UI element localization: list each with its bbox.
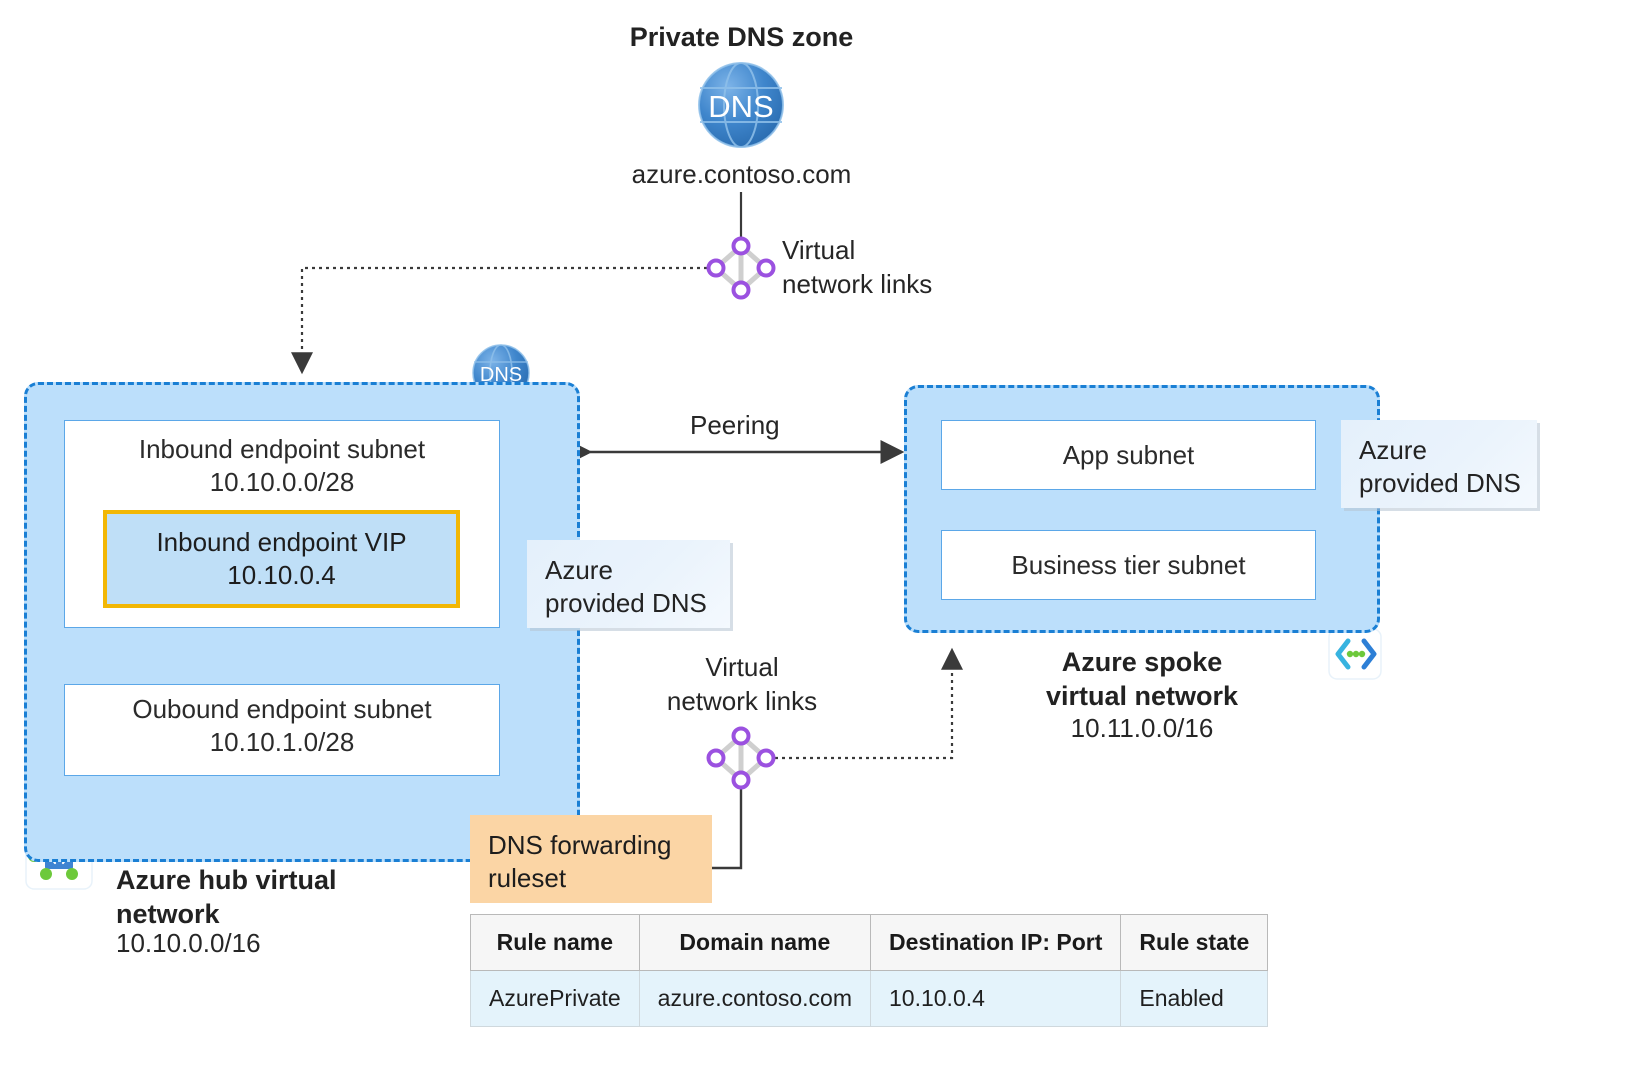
callout-hub-dns-line2: provided DNS: [545, 588, 707, 619]
virtual-network-links-label-top-line2: network links: [782, 269, 933, 299]
virtual-network-links-label-top-line1: Virtual: [782, 235, 856, 265]
subnet-app[interactable]: App subnet: [941, 420, 1316, 490]
callout-spoke-azure-provided-dns: Azure provided DNS: [1341, 420, 1537, 508]
callout-spoke-dns-line2: provided DNS: [1359, 468, 1521, 499]
cell-rule-state: Enabled: [1120, 970, 1269, 1027]
inbound-endpoint-vip-box[interactable]: Inbound endpoint VIP 10.10.0.4: [103, 510, 460, 608]
subnet-inbound-endpoint-name: Inbound endpoint subnet: [138, 434, 426, 464]
spoke-vnet-name-line2: virtual network: [1045, 681, 1239, 711]
subnet-inbound-endpoint-cidr: 10.10.0.0/28: [209, 466, 355, 497]
spoke-vnet-address-space: 10.11.0.0/16: [1070, 713, 1214, 743]
subnet-business-tier[interactable]: Business tier subnet: [941, 530, 1316, 600]
subnet-outbound-endpoint-cidr: 10.10.1.0/28: [209, 726, 355, 757]
callout-ruleset-line1: DNS forwarding: [488, 830, 672, 860]
virtual-network-links-icon-bottom: [706, 726, 776, 790]
subnet-outbound-endpoint-name: Oubound endpoint subnet: [132, 694, 432, 724]
callout-ruleset-line2: ruleset: [488, 863, 567, 894]
subnet-outbound-endpoint[interactable]: Oubound endpoint subnet 10.10.1.0/28: [64, 684, 500, 776]
hub-vnet-name-line1: Azure hub virtual: [116, 865, 337, 895]
page-title: Private DNS zone: [629, 22, 854, 52]
virtual-network-links-label-bottom-line1: Virtual: [705, 652, 779, 682]
spoke-vnet-name-line1: Azure spoke: [1061, 647, 1223, 677]
column-header-rule-state: Rule state: [1120, 914, 1269, 971]
hub-vnet-address-space: 10.10.0.0/16: [116, 928, 261, 958]
dns-forwarding-ruleset-table: Rule name Domain name Destination IP: Po…: [470, 914, 1269, 1027]
callout-hub-dns-line1: Azure: [545, 555, 613, 585]
inbound-endpoint-vip-ip: 10.10.0.4: [227, 560, 336, 590]
svg-text:DNS: DNS: [708, 89, 773, 124]
cell-rule-name: AzurePrivate: [470, 970, 640, 1027]
table-row[interactable]: AzurePrivate azure.contoso.com 10.10.0.4…: [470, 970, 1269, 1027]
peering-label: Peering: [690, 410, 780, 440]
callout-dns-forwarding-ruleset: DNS forwarding ruleset: [470, 815, 712, 903]
subnet-business-tier-name: Business tier subnet: [1011, 550, 1246, 580]
virtual-network-links-icon-top: [706, 236, 776, 300]
column-header-domain-name: Domain name: [638, 914, 872, 971]
cell-domain-name: azure.contoso.com: [638, 970, 872, 1027]
dns-globe-icon: DNS: [698, 62, 784, 148]
callout-hub-azure-provided-dns: Azure provided DNS: [527, 540, 730, 628]
cell-destination-ip-port: 10.10.0.4: [869, 970, 1122, 1027]
private-dns-zone-name: azure.contoso.com: [631, 159, 852, 189]
callout-spoke-dns-line1: Azure: [1359, 435, 1427, 465]
column-header-rule-name: Rule name: [470, 914, 640, 971]
subnet-app-name: App subnet: [1062, 440, 1195, 470]
virtual-network-links-label-bottom-line2: network links: [666, 686, 818, 716]
dns-forwarding-ruleset-table-wrap: Rule name Domain name Destination IP: Po…: [470, 914, 1269, 1027]
hub-vnet-name-line2: network: [116, 899, 220, 929]
inbound-endpoint-vip-name: Inbound endpoint VIP: [156, 526, 407, 557]
table-header-row: Rule name Domain name Destination IP: Po…: [470, 914, 1269, 971]
column-header-destination-ip-port: Destination IP: Port: [869, 914, 1122, 971]
